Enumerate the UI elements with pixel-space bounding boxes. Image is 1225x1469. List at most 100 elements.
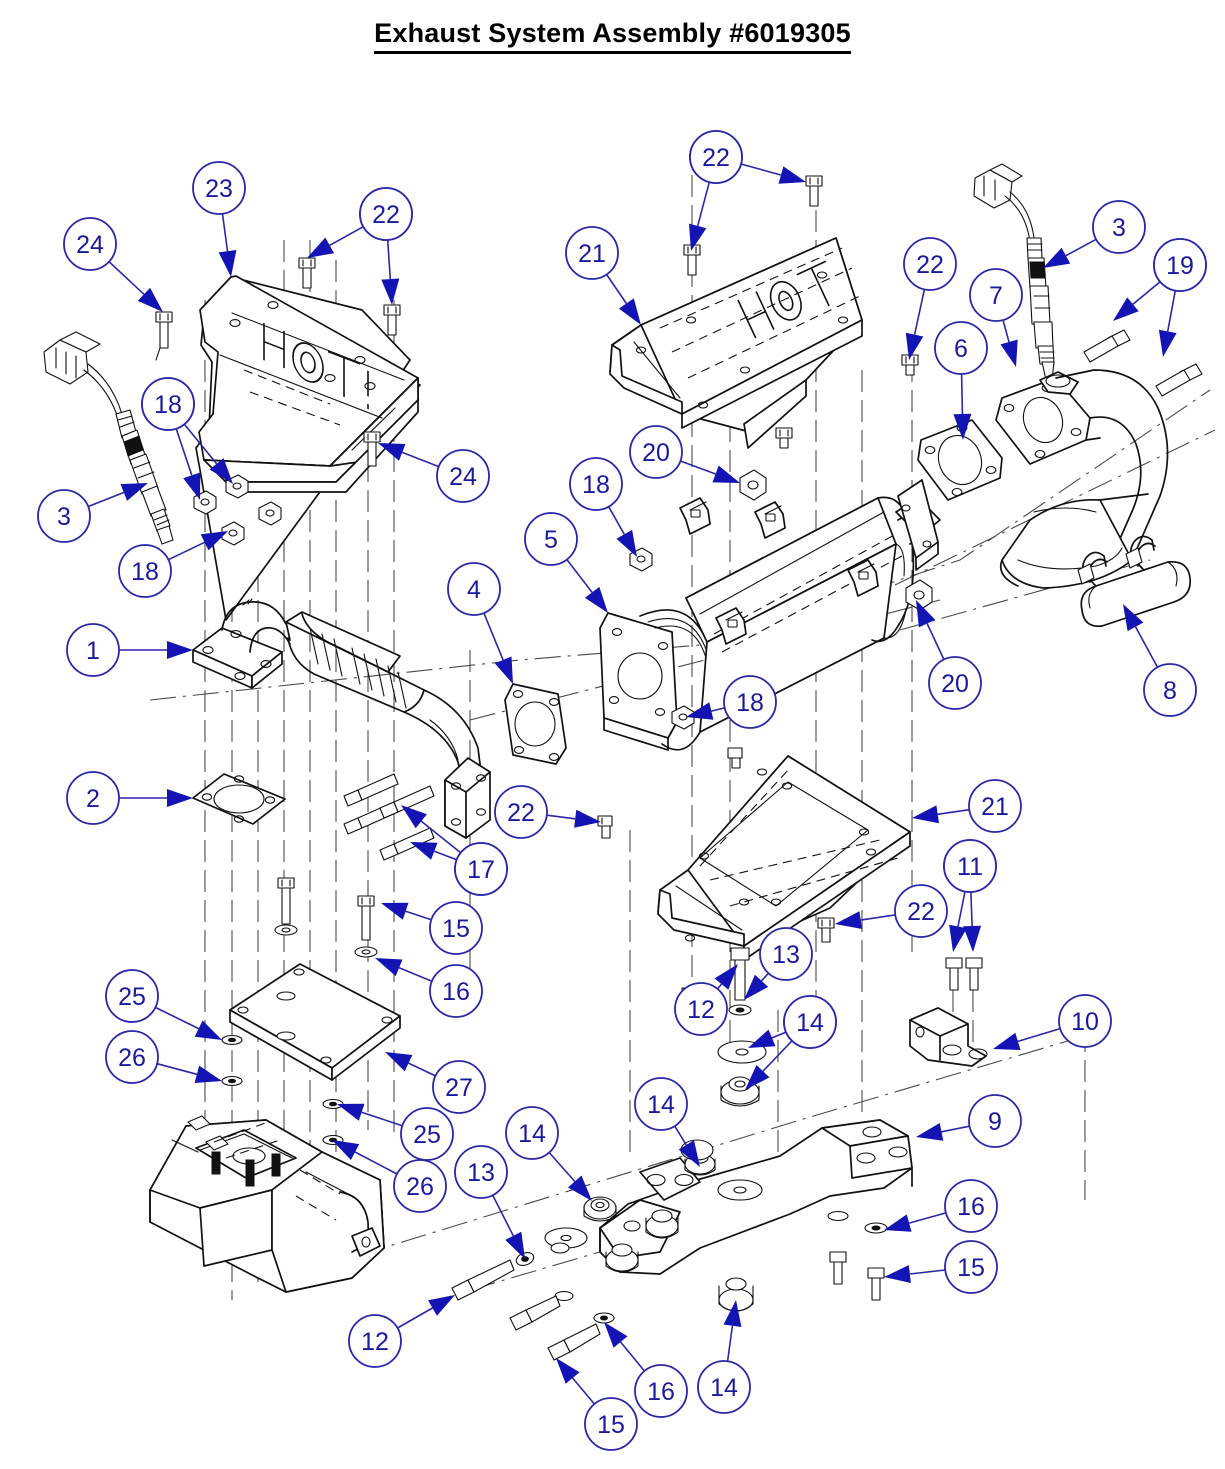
callout-21[interactable]: 21 bbox=[565, 226, 641, 325]
callout-1[interactable]: 1 bbox=[66, 623, 193, 677]
callout-bubble[interactable] bbox=[393, 1159, 447, 1213]
callout-bubble[interactable] bbox=[524, 512, 578, 566]
callout-13[interactable]: 13 bbox=[454, 1145, 525, 1259]
callout-bubble[interactable] bbox=[1143, 663, 1197, 717]
callout-bubble[interactable] bbox=[689, 130, 743, 184]
callout-bubble[interactable] bbox=[968, 1094, 1022, 1148]
callout-bubble[interactable] bbox=[634, 1077, 688, 1131]
callout-13[interactable]: 13 bbox=[744, 927, 813, 1000]
callout-bubble[interactable] bbox=[505, 1106, 559, 1160]
callout-12[interactable]: 12 bbox=[348, 1295, 455, 1368]
callout-bubble[interactable] bbox=[943, 839, 997, 893]
callout-bubble[interactable] bbox=[429, 901, 483, 955]
callout-bubble[interactable] bbox=[634, 1364, 688, 1418]
callout-17[interactable]: 17 bbox=[410, 842, 508, 896]
callout-bubble[interactable] bbox=[783, 995, 837, 1049]
callout-15[interactable]: 15 bbox=[884, 1240, 998, 1294]
callout-26[interactable]: 26 bbox=[332, 1140, 447, 1213]
callout-20[interactable]: 20 bbox=[916, 600, 982, 710]
callout-bubble[interactable] bbox=[1092, 200, 1146, 254]
callout-bubble[interactable] bbox=[118, 544, 172, 598]
callout-bubble[interactable] bbox=[944, 1179, 998, 1233]
callout-22[interactable]: 22 bbox=[689, 130, 743, 251]
callout-2[interactable]: 2 bbox=[66, 771, 193, 825]
callout-21[interactable]: 21 bbox=[912, 779, 1022, 833]
callout-19[interactable]: 19 bbox=[1153, 238, 1207, 357]
callout-bubble[interactable] bbox=[192, 161, 246, 215]
callout-9[interactable]: 9 bbox=[916, 1094, 1022, 1148]
callout-bubble[interactable] bbox=[894, 884, 948, 938]
callout-14[interactable]: 14 bbox=[634, 1077, 700, 1167]
callout-22[interactable]: 22 bbox=[359, 187, 413, 305]
callout-bubble[interactable] bbox=[584, 1397, 638, 1451]
callout-bubble[interactable] bbox=[141, 377, 195, 431]
callout-20[interactable]: 20 bbox=[629, 425, 740, 483]
callout-bubble[interactable] bbox=[969, 268, 1023, 322]
callout-bubble[interactable] bbox=[569, 457, 623, 511]
callout-15[interactable]: 15 bbox=[556, 1358, 638, 1451]
callout-16[interactable]: 16 bbox=[375, 958, 483, 1018]
callout-bubble[interactable] bbox=[66, 623, 120, 677]
callout-bubble[interactable] bbox=[494, 785, 548, 839]
callout-22[interactable]: 22 bbox=[835, 884, 948, 938]
callout-6[interactable]: 6 bbox=[934, 321, 988, 440]
callout-bubble[interactable] bbox=[934, 321, 988, 375]
callout-18[interactable]: 18 bbox=[141, 377, 233, 484]
callout-27[interactable]: 27 bbox=[385, 1052, 486, 1114]
callout-bubble[interactable] bbox=[944, 1240, 998, 1294]
callout-bubble[interactable] bbox=[63, 217, 117, 271]
callout-25[interactable]: 25 bbox=[337, 1103, 454, 1161]
callout-16[interactable]: 16 bbox=[884, 1179, 998, 1233]
callout-bubble[interactable] bbox=[629, 425, 683, 479]
callout-3[interactable]: 3 bbox=[37, 483, 148, 543]
callout-bubble[interactable] bbox=[723, 675, 777, 729]
callout-bubble[interactable] bbox=[66, 771, 120, 825]
callout-5[interactable]: 5 bbox=[524, 512, 608, 613]
callout-bubble[interactable] bbox=[968, 779, 1022, 833]
callout-7[interactable]: 7 bbox=[969, 268, 1023, 367]
callout-bubble[interactable] bbox=[359, 187, 413, 241]
callout-bubble[interactable] bbox=[454, 1145, 508, 1199]
callout-18[interactable]: 18 bbox=[569, 457, 637, 557]
callout-bubble[interactable] bbox=[1153, 238, 1207, 292]
leader-arrowhead bbox=[714, 964, 738, 990]
callout-3[interactable]: 3 bbox=[1043, 200, 1146, 268]
callout-bubble[interactable] bbox=[759, 927, 813, 981]
callout-10[interactable]: 10 bbox=[993, 994, 1112, 1050]
callout-22[interactable]: 22 bbox=[494, 785, 601, 839]
callout-14[interactable]: 14 bbox=[697, 1300, 751, 1414]
callout-11[interactable]: 11 bbox=[943, 839, 997, 952]
callout-bubble[interactable] bbox=[565, 226, 619, 280]
callout-4[interactable]: 4 bbox=[447, 562, 513, 684]
callout-bubble[interactable] bbox=[674, 982, 728, 1036]
callout-bubble[interactable] bbox=[429, 964, 483, 1018]
callout-bubble[interactable] bbox=[454, 842, 508, 896]
callout-25[interactable]: 25 bbox=[105, 969, 222, 1040]
callout-bubble[interactable] bbox=[105, 969, 159, 1023]
callout-bubble[interactable] bbox=[436, 449, 490, 503]
callout-15[interactable]: 15 bbox=[381, 901, 483, 955]
callout-23[interactable]: 23 bbox=[192, 161, 246, 277]
callout-14[interactable]: 14 bbox=[745, 995, 837, 1090]
callout-bubble[interactable] bbox=[697, 1360, 751, 1414]
callout-bubble[interactable] bbox=[105, 1030, 159, 1084]
callout-bubble[interactable] bbox=[348, 1314, 402, 1368]
callout-bubble[interactable] bbox=[1058, 994, 1112, 1048]
callout-24[interactable]: 24 bbox=[378, 443, 490, 503]
callout-22[interactable]: 22 bbox=[903, 237, 957, 360]
callout-bubble[interactable] bbox=[37, 489, 91, 543]
callout-26[interactable]: 26 bbox=[105, 1030, 222, 1084]
callout-16[interactable]: 16 bbox=[604, 1322, 688, 1418]
callout-bubble[interactable] bbox=[400, 1107, 454, 1161]
callout-bubble[interactable] bbox=[903, 237, 957, 291]
callout-18[interactable]: 18 bbox=[686, 675, 777, 729]
callout-bubble[interactable] bbox=[432, 1060, 486, 1114]
callout-24[interactable]: 24 bbox=[63, 217, 163, 312]
leader-arrowhead bbox=[748, 1029, 776, 1048]
callout-bubble[interactable] bbox=[447, 562, 501, 616]
callout-8[interactable]: 8 bbox=[1123, 604, 1197, 717]
callout-18[interactable]: 18 bbox=[118, 531, 228, 598]
callout-14[interactable]: 14 bbox=[505, 1106, 592, 1201]
callout-12[interactable]: 12 bbox=[674, 964, 738, 1036]
callout-bubble[interactable] bbox=[928, 656, 982, 710]
